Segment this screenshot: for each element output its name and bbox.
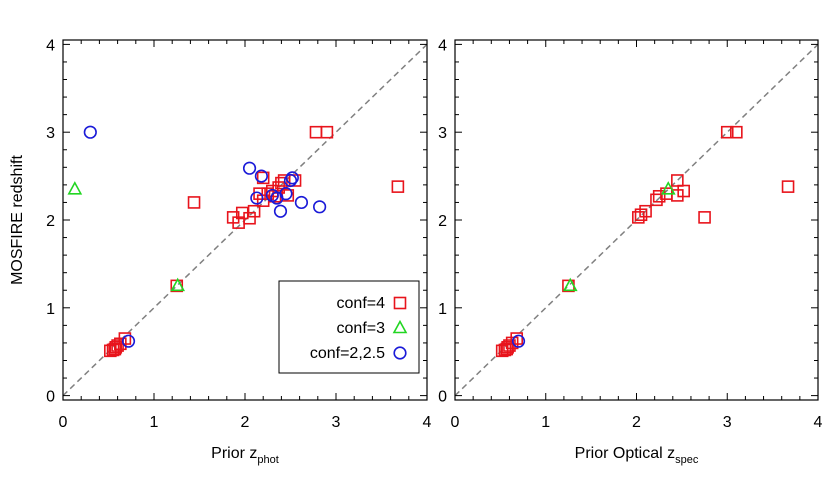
conf4-point [256,171,270,185]
conf4-point [111,339,124,352]
series-conf3 [562,181,676,292]
series-conf4 [495,125,795,358]
y-axis-label: MOSFIRE redshift [9,155,26,285]
conf4-point [391,180,405,193]
conf4-point [510,332,524,345]
conf4-point [501,341,514,354]
conf2-point [83,125,97,139]
conf4-point [505,336,519,350]
series-conf2 [83,125,327,348]
legend-label: conf=2,2.5 [310,345,385,362]
x-tick-label: 0 [59,414,68,431]
y-tick-label: 4 [46,37,55,54]
conf2-point [250,191,264,205]
x-axis-label-subscript: spec [675,454,699,466]
y-tick-label: 3 [438,125,447,142]
conf4-point [118,332,132,345]
x-axis-label: Prior Optical zspec [575,445,699,466]
conf2-point [285,171,299,185]
series-conf2 [511,334,526,348]
conf4-point [698,211,711,224]
conf4-point [498,343,512,357]
conf2-point [121,334,136,348]
conf2-point [283,173,298,188]
conf2-point [511,334,526,348]
conf3-point [562,277,578,292]
conf4-point [639,204,652,218]
x-tick-label: 3 [332,414,341,431]
conf4-point [187,196,201,209]
conf4-point [720,125,734,139]
x-axis-label-subscript: phot [257,454,278,466]
conf4-point [247,204,261,218]
conf4-point [730,125,743,139]
legend-marker-conf4 [393,296,407,310]
conf2-point [279,187,293,201]
series-conf4 [104,125,405,358]
x-tick-label: 3 [723,414,732,431]
conf3-point [67,181,83,195]
conf4-point [109,341,123,354]
conf4-point [309,125,323,139]
y-tick-label: 0 [46,389,55,406]
y-tick-label: 4 [438,37,447,54]
x-axis-label-main: Prior z [211,445,257,462]
conf4-point [781,180,795,193]
y-tick-label: 2 [438,213,447,230]
conf4-point [275,176,288,190]
conf2-point [242,161,257,175]
x-axis-label-main: Prior Optical z [575,445,675,462]
x-tick-label: 4 [423,414,432,431]
x-tick-label: 2 [632,414,641,431]
conf3-point [170,277,186,292]
conf4-point [671,174,684,187]
y-tick-label: 3 [46,125,55,142]
conf4-point [677,184,690,198]
y-tick-label: 1 [46,301,55,318]
conf4-point [634,208,648,222]
x-tick-label: 1 [150,414,159,431]
y-tick-label: 0 [438,389,447,406]
x-axis-label: Prior zphot [211,445,279,466]
conf2-point [313,200,327,214]
conf2-point [254,169,268,183]
conf4-point [320,125,334,139]
x-tick-label: 1 [541,414,550,431]
legend-label: conf=3 [337,320,386,337]
x-tick-label: 0 [451,414,460,431]
conf2-point [294,195,309,210]
conf2-point [273,204,288,218]
legend-marker-conf3 [392,319,408,334]
x-tick-label: 4 [814,414,823,431]
conf4-point [652,189,666,203]
y-tick-label: 2 [46,213,55,230]
conf3-point [660,181,676,195]
y-tick-label: 1 [438,301,447,318]
legend-label: conf=4 [337,295,386,312]
conf4-point [671,189,684,202]
series-conf3 [67,181,186,292]
conf4-point [288,174,302,187]
conf4-point [243,211,256,225]
legend-marker-conf2 [393,346,407,360]
x-tick-label: 2 [241,414,250,431]
